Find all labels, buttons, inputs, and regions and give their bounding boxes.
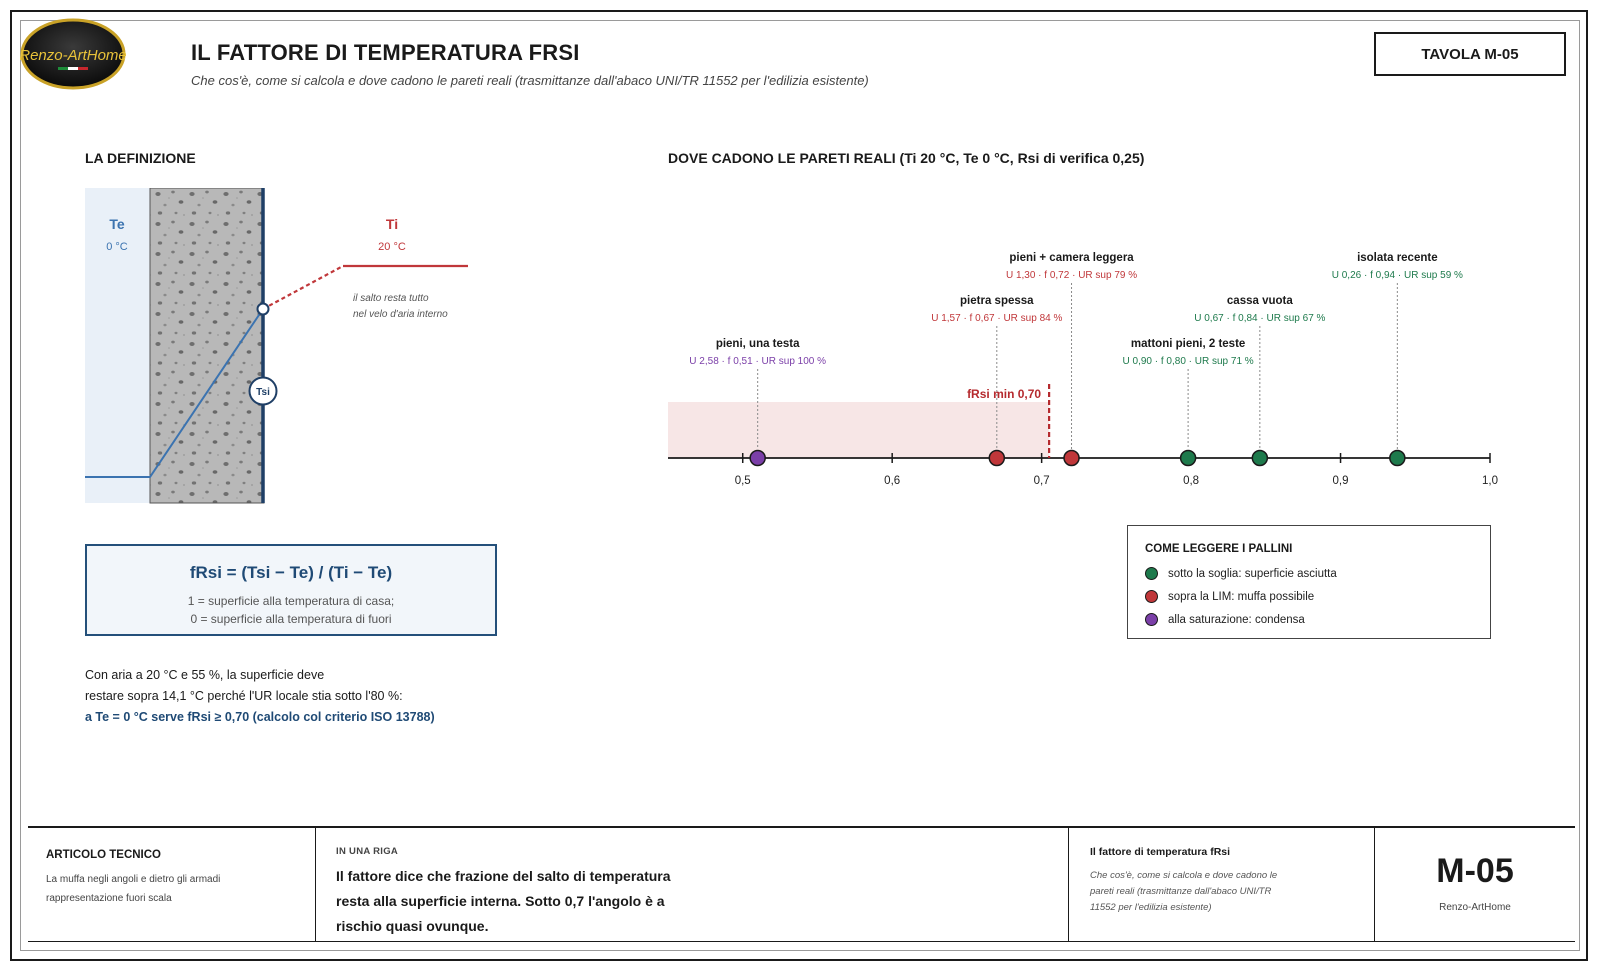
tavola-badge: TAVOLA M-05 <box>1374 32 1566 76</box>
ref-line-3: 11552 per l'edilizia esistente) <box>1090 902 1212 913</box>
outdoor-air-zone <box>85 188 150 503</box>
risk-band <box>668 402 1050 458</box>
summary-line-1: Il fattore dice che frazione del salto d… <box>336 868 671 884</box>
tsi-label: Tsi <box>256 387 270 398</box>
point-name-label: mattoni pieni, 2 teste <box>1131 338 1245 350</box>
data-point <box>988 449 1006 467</box>
chart-heading: DOVE CADONO LE PARETI REALI (Ti 20 °C, T… <box>668 150 1145 166</box>
data-point <box>1389 449 1406 467</box>
legend-label: alla saturazione: condensa <box>1168 613 1305 626</box>
point-name-label: cassa vuota <box>1227 295 1293 307</box>
in-una-riga-label: IN UNA RIGA <box>336 846 399 857</box>
explanation-line-1: Con aria a 20 °C e 55 %, la superficie d… <box>85 668 325 682</box>
article-line-2: rappresentazione fuori scala <box>46 893 172 904</box>
data-point <box>749 449 766 467</box>
legend-dot-icon <box>1145 590 1158 603</box>
point-detail-label: U 0,67 · f 0,84 · UR sup 67 % <box>1194 313 1325 324</box>
ref-line-1: Che cos'è, come si calcola e dove cadono… <box>1090 870 1278 881</box>
sheet-code: M-05 <box>1436 852 1514 890</box>
logo-text: Renzo-ArtHome <box>20 47 126 64</box>
point-detail-label: U 1,57 · f 0,67 · UR sup 84 % <box>931 313 1062 324</box>
legend-label: sotto la soglia: superficie asciutta <box>1168 567 1337 580</box>
legend-item-asciutta: sotto la soglia: superficie asciutta <box>1145 567 1337 580</box>
footer-top-rule <box>28 826 1575 828</box>
x-tick-label: 0,5 <box>735 475 751 487</box>
temperature-profile-wall <box>85 308 264 478</box>
definition-heading: LA DEFINIZIONE <box>85 150 196 166</box>
footer-bottom-rule <box>28 941 1575 942</box>
formula: fRsi = (Tsi − Te) / (Ti − Te) <box>189 563 393 582</box>
legend-label: sopra la LIM: muffa possibile <box>1168 590 1315 603</box>
legend-dot-icon <box>1145 613 1158 626</box>
temperature-profile-air-film <box>262 265 344 310</box>
point-detail-label: U 0,26 · f 0,94 · UR sup 59 % <box>1332 270 1463 281</box>
point-name-label: pietra spessa <box>960 295 1034 307</box>
frsi-chart: 0,5 0,6 0,7 0,8 0,9 1,0 fRsi min 0,70 pieni, un… <box>668 252 1498 487</box>
formula-box: fRsi = (Tsi − Te) / (Ti − Te) 1 = superf… <box>85 544 497 636</box>
ti-value: 20 °C <box>378 241 406 253</box>
legend-dot-icon <box>1145 567 1158 580</box>
footer-divider-1 <box>315 827 316 941</box>
te-value: 0 °C <box>106 241 128 253</box>
ti-label: Ti <box>386 216 398 232</box>
x-tick-label: 0,7 <box>1034 475 1050 487</box>
formula-note-1: 1 = superficie alla temperatura di casa; <box>187 594 395 608</box>
tsi-marker <box>256 302 270 316</box>
point-name-label: pieni, una testa <box>716 338 800 350</box>
article-line-1: La muffa negli angoli e dietro gli armad… <box>46 874 221 885</box>
point-detail-label: U 2,58 · f 0,51 · UR sup 100 % <box>689 356 826 367</box>
footer-divider-2 <box>1068 827 1069 941</box>
data-point <box>1179 449 1197 467</box>
explanation-line-3: a Te = 0 °C serve fRsi ≥ 0,70 (calcolo c… <box>85 710 435 724</box>
page-title: IL FATTORE DI TEMPERATURA FRSI <box>191 40 580 65</box>
summary-line-2: resta alla superficie interna. Sotto 0,7… <box>336 893 665 909</box>
legend-box: COME LEGGERE I PALLINI sotto la soglia: … <box>1127 525 1491 639</box>
x-tick-label: 1,0 <box>1482 475 1498 487</box>
brand-logo: Renzo-ArtHome <box>20 18 126 90</box>
legend-title: COME LEGGERE I PALLINI <box>1145 543 1293 555</box>
page-subtitle: Che cos'è, come si calcola e dove cadono… <box>191 73 869 88</box>
wall-section <box>149 188 265 504</box>
tsi-badge <box>248 376 278 406</box>
data-point <box>1063 449 1080 467</box>
x-tick-label: 0,8 <box>1183 475 1199 487</box>
sheet-border <box>10 10 1588 961</box>
ref-line-2: pareti reali (trasmittanze dall'abaco UN… <box>1090 886 1272 897</box>
point-detail-label: U 1,30 · f 0,72 · UR sup 79 % <box>1006 270 1137 281</box>
point-detail-label: U 0,90 · f 0,80 · UR sup 71 % <box>1123 356 1254 367</box>
x-tick-label: 0,6 <box>884 475 900 487</box>
ref-title: Il fattore di temperatura fRsi <box>1090 846 1231 858</box>
threshold-label: fRsi min 0,70 <box>967 387 1041 401</box>
air-film-note-1: il salto resta tutto <box>353 293 429 304</box>
explanation-line-2: restare sopra 14,1 °C perché l'UR locale… <box>85 689 403 703</box>
data-point <box>1251 449 1269 467</box>
x-tick-label: 0,9 <box>1333 475 1349 487</box>
wall-diagram: Te 0 °C Ti 20 °C Tsi il salto resta tutt… <box>85 188 468 504</box>
sheet-inner-border <box>20 20 1580 951</box>
footer-brand: Renzo-ArtHome <box>1439 902 1511 913</box>
legend-item-condensa: alla saturazione: condensa <box>1145 613 1305 626</box>
te-label: Te <box>109 216 125 232</box>
air-film-note-2: nel velo d'aria interno <box>353 309 448 320</box>
article-label: ARTICOLO TECNICO <box>46 849 161 861</box>
legend-item-muffa: sopra la LIM: muffa possibile <box>1145 590 1314 603</box>
formula-note-2: 0 = superficie alla temperatura di fuori <box>190 612 392 626</box>
point-name-label: pieni + camera leggera <box>1009 252 1134 264</box>
point-name-label: isolata recente <box>1357 252 1438 264</box>
summary-line-3: rischio quasi ovunque. <box>336 918 489 934</box>
footer-divider-3 <box>1374 827 1375 941</box>
